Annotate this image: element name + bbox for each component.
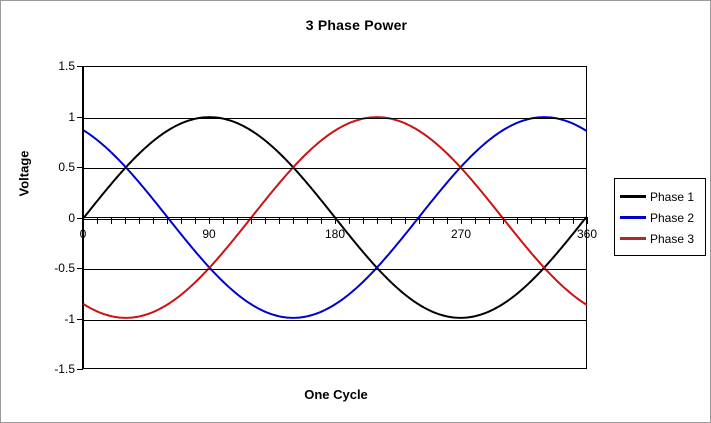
x-tick-mark — [587, 218, 588, 224]
x-tick-mark — [139, 218, 140, 224]
gridline-y — [84, 269, 586, 270]
legend-item[interactable]: Phase 1 — [615, 186, 705, 207]
gridline-y — [84, 320, 586, 321]
x-tick-mark — [531, 218, 532, 224]
x-tick-mark — [321, 218, 322, 224]
y-axis-tick-labels: 1.5 1 0.5 0 -0.5 -1 -1.5 — [1, 1, 75, 422]
y-tick-mark — [77, 369, 83, 370]
legend-label: Phase 3 — [650, 231, 695, 246]
legend-color-swatch — [620, 216, 646, 219]
x-axis-title: One Cycle — [304, 387, 368, 402]
y-tick-mark — [77, 319, 83, 320]
x-tick-mark — [517, 218, 518, 224]
y-tick-label: -0.5 — [54, 261, 75, 275]
x-tick-label: 0 — [79, 227, 87, 241]
legend-color-swatch — [620, 237, 646, 240]
y-tick-mark — [77, 268, 83, 269]
x-axis: 0 90 180 270 360 — [79, 217, 597, 247]
gridline-y — [84, 118, 586, 119]
x-tick-label: 90 — [202, 227, 216, 241]
y-tick-mark — [77, 218, 83, 219]
x-tick-mark — [307, 218, 308, 224]
x-tick-mark — [447, 218, 448, 224]
x-tick-mark — [167, 218, 168, 224]
x-tick-mark — [335, 218, 336, 224]
x-tick-mark — [223, 218, 224, 224]
x-tick-mark — [489, 218, 490, 224]
x-tick-mark — [573, 218, 574, 224]
x-tick-mark — [97, 218, 98, 224]
chart-title: 3 Phase Power — [305, 17, 408, 33]
x-tick-mark — [251, 218, 252, 224]
x-tick-label: 360 — [576, 227, 598, 241]
y-tick-mark — [77, 66, 83, 67]
x-tick-mark — [125, 218, 126, 224]
gridline-y — [84, 168, 586, 169]
x-tick-mark — [559, 218, 560, 224]
x-tick-mark — [377, 218, 378, 224]
y-tick-label: 1 — [68, 109, 75, 124]
x-tick-label: 270 — [450, 227, 472, 241]
legend-label: Phase 1 — [650, 189, 695, 204]
legend-item[interactable]: Phase 3 — [615, 228, 705, 249]
x-tick-mark — [461, 218, 462, 224]
x-tick-mark — [209, 218, 210, 224]
y-tick-label: -1.5 — [54, 362, 75, 376]
legend: Phase 1 Phase 2 Phase 3 — [614, 178, 706, 256]
x-tick-mark — [293, 218, 294, 224]
y-tick-mark — [77, 167, 83, 168]
x-tick-mark — [475, 218, 476, 224]
y-tick-label: 0 — [68, 210, 75, 225]
x-tick-mark — [111, 218, 112, 224]
y-tick-mark — [77, 117, 83, 118]
legend-label: Phase 2 — [650, 210, 695, 225]
x-tick-label: 180 — [324, 227, 346, 241]
x-tick-mark — [419, 218, 420, 224]
x-tick-mark — [153, 218, 154, 224]
legend-color-swatch — [620, 195, 646, 198]
x-tick-mark — [195, 218, 196, 224]
x-tick-mark — [181, 218, 182, 224]
x-tick-mark — [391, 218, 392, 224]
y-tick-label: 0.5 — [58, 160, 75, 174]
x-tick-mark — [363, 218, 364, 224]
x-tick-mark — [237, 218, 238, 224]
x-tick-mark — [265, 218, 266, 224]
y-tick-label: 1.5 — [58, 59, 75, 73]
legend-item[interactable]: Phase 2 — [615, 207, 705, 228]
x-tick-mark — [279, 218, 280, 224]
x-tick-mark — [83, 218, 84, 224]
x-tick-mark — [349, 218, 350, 224]
x-tick-mark — [405, 218, 406, 224]
x-tick-mark — [545, 218, 546, 224]
x-axis-line — [83, 217, 588, 218]
x-tick-mark — [433, 218, 434, 224]
y-tick-label: -1 — [64, 311, 75, 326]
x-tick-mark — [503, 218, 504, 224]
